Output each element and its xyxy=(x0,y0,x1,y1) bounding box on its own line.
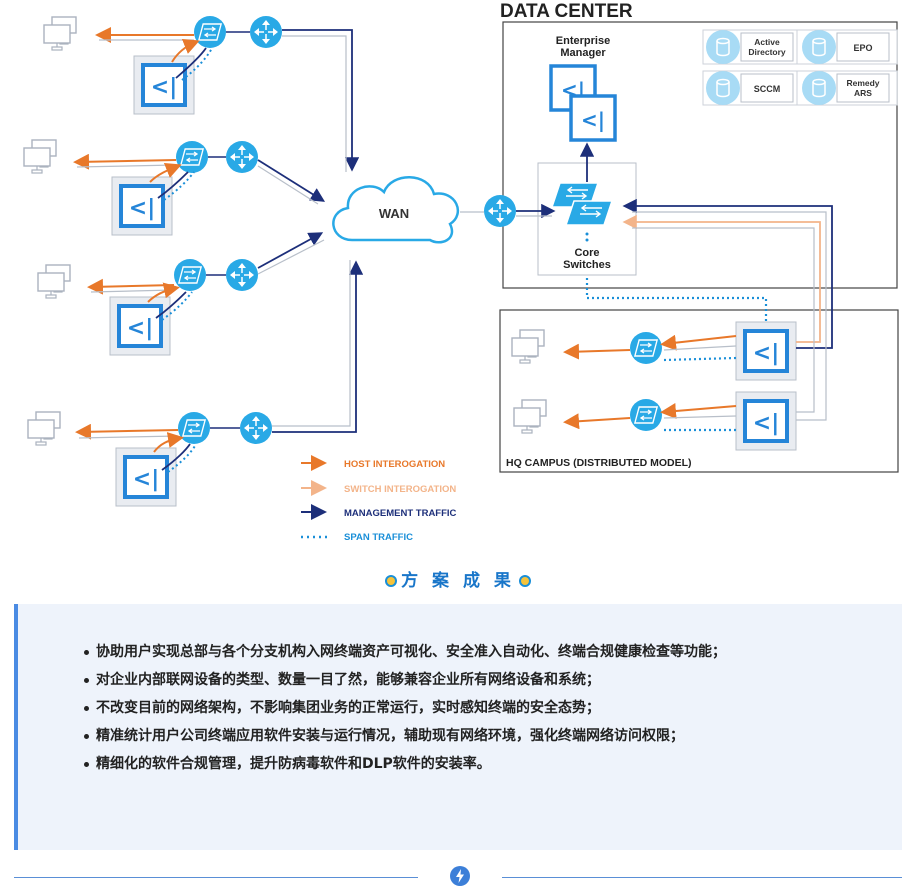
database-icon xyxy=(801,29,837,65)
enterprise-manager-label-1: Enterprise xyxy=(556,35,610,47)
legend-switch: SWITCH INTEROGATION xyxy=(344,484,456,495)
result-item: 协助用户实现总部与各个分支机构入网终端资产可视化、安全准入自动化、终端合规健康检… xyxy=(84,638,862,666)
branch-site-4 xyxy=(27,260,364,508)
database-icon xyxy=(705,70,741,106)
database-icon xyxy=(705,29,741,65)
result-item: 不改变目前的网络架构，不影响集团业务的正常运行，实时感知终端的安全态势； xyxy=(84,694,862,722)
wan-label: WAN xyxy=(379,206,409,221)
core-switch-icon xyxy=(550,182,614,226)
results-list: 协助用户实现总部与各个分支机构入网终端资产可视化、安全准入自动化、终端合规健康检… xyxy=(18,604,902,778)
legend-host: HOST INTEROGATION xyxy=(344,459,445,470)
server-epo: EPO xyxy=(853,43,872,53)
router-icon xyxy=(483,194,517,228)
server-sccm: SCCM xyxy=(754,84,781,94)
hq-campus-box xyxy=(499,309,899,473)
result-item: 对企业内部联网设备的类型、数量一目了然，能够兼容企业所有网络设备和系统； xyxy=(84,666,862,694)
footer-divider-right xyxy=(502,877,902,878)
enterprise-manager-label-2: Manager xyxy=(560,47,606,59)
lightning-icon xyxy=(450,866,470,886)
branch-site-1 xyxy=(43,15,360,172)
hq-site-1 xyxy=(511,320,798,382)
hq-campus-label: HQ CAMPUS (DISTRIBUTED MODEL) xyxy=(506,457,692,469)
title-dot-icon xyxy=(520,577,529,585)
server-active-directory-2: Directory xyxy=(748,47,786,57)
wan-cloud-icon xyxy=(332,176,460,244)
svg-text:<|: <| xyxy=(581,108,605,132)
network-diagram: <| DATA CENTER HQ CAMPUS (DISTRIBUTED MO… xyxy=(23,1,899,543)
branch-site-3 xyxy=(37,232,325,357)
legend-management: MANAGEMENT TRAFFIC xyxy=(344,508,457,519)
enterprise-manager-icon: <| <| xyxy=(549,64,617,142)
core-switches-label-2: Switches xyxy=(563,259,611,271)
branch-site-2 xyxy=(23,139,326,237)
results-section-title: 方 案 成 果 xyxy=(0,566,916,591)
result-item: 精细化的软件合规管理，提升防病毒软件和DLP软件的安装率。 xyxy=(84,750,862,778)
result-item: 精准统计用户公司终端应用软件安装与运行情况，辅助现有网络环境，强化终端网络访问权… xyxy=(84,722,862,750)
legend: HOST INTEROGATION SWITCH INTEROGATION MA… xyxy=(301,455,457,543)
core-switches-label-1: Core xyxy=(574,247,599,259)
legend-span: SPAN TRAFFIC xyxy=(344,532,413,543)
server-active-directory-1: Active xyxy=(754,37,780,47)
database-icon xyxy=(801,70,837,106)
server-remedy-1: Remedy xyxy=(846,78,879,88)
title-dot-icon xyxy=(387,577,396,585)
results-title: 方 案 成 果 xyxy=(401,571,515,591)
data-center-title: DATA CENTER xyxy=(500,1,633,22)
data-center-box xyxy=(502,21,898,289)
hq-site-2 xyxy=(513,390,798,452)
results-panel: 协助用户实现总部与各个分支机构入网终端资产可视化、安全准入自动化、终端合规健康检… xyxy=(14,604,902,850)
server-remedy-2: ARS xyxy=(854,88,872,98)
footer-divider-left xyxy=(14,877,418,878)
